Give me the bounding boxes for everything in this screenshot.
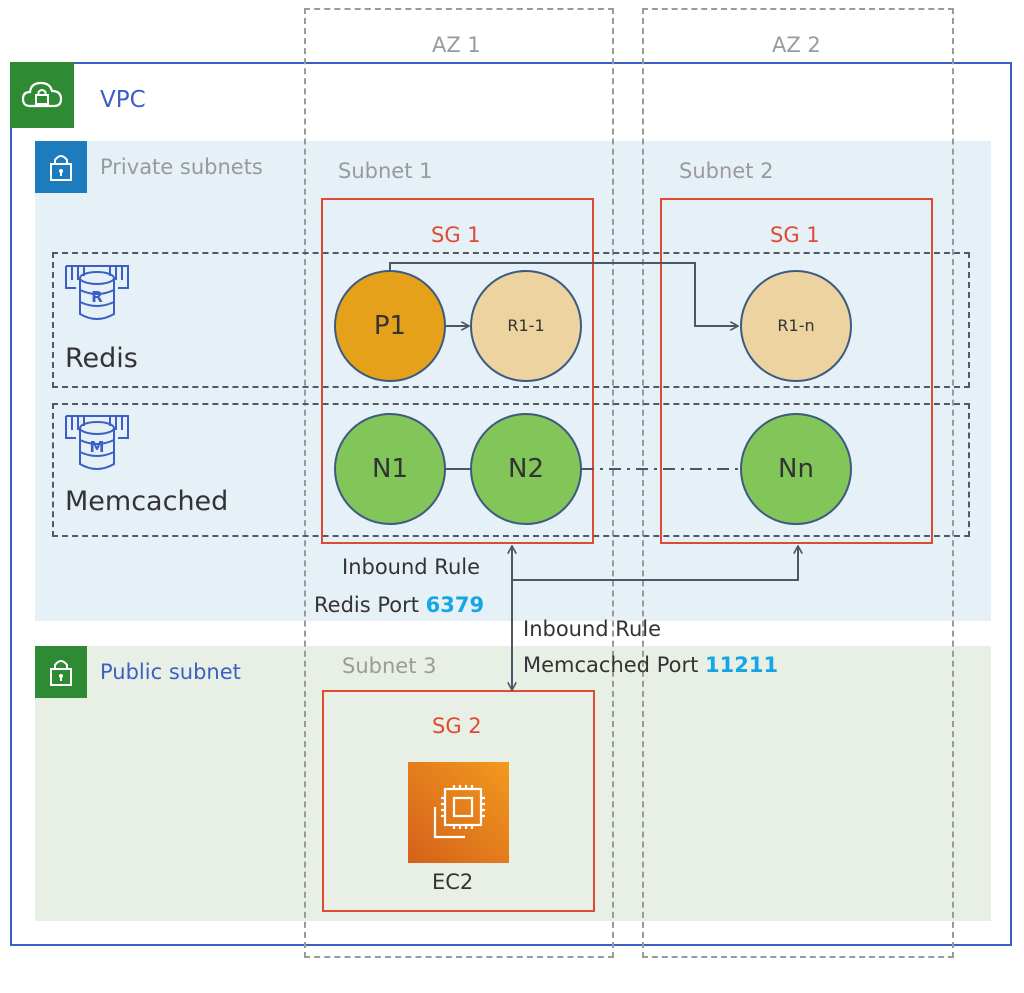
sg-1-az1-label: SG 1 — [431, 223, 481, 247]
vpc-boundary — [10, 62, 1012, 946]
sg-1-az2-box — [660, 198, 933, 544]
svg-text:M: M — [90, 438, 105, 456]
memcached-port-number: 11211 — [705, 653, 779, 677]
node-n1: N1 — [334, 413, 446, 525]
sg-1-az2-label: SG 1 — [770, 223, 820, 247]
az-2-column — [642, 8, 954, 958]
sg-1-az1-box — [321, 198, 594, 544]
subnet-1-label: Subnet 1 — [338, 159, 433, 183]
private-subnets-label: Private subnets — [100, 155, 263, 179]
public-subnet-lock-icon — [35, 646, 87, 698]
node-r1-1: R1-1 — [470, 270, 582, 382]
node-p1: P1 — [334, 270, 446, 382]
ec2-label: EC2 — [432, 870, 474, 894]
redis-label: Redis — [65, 343, 138, 374]
sg-2-label: SG 2 — [432, 714, 482, 738]
cloud-lock-icon — [10, 62, 74, 128]
subnet-3-label: Subnet 3 — [342, 654, 437, 678]
redis-port-number: 6379 — [425, 593, 485, 617]
redis-cluster-icon: R — [62, 262, 134, 324]
svg-text:R: R — [91, 288, 103, 306]
redis-port-prefix: Redis Port — [314, 593, 426, 617]
az-1-column — [304, 8, 614, 958]
node-nn: Nn — [740, 413, 852, 525]
node-n2: N2 — [470, 413, 582, 525]
az-2-label: AZ 2 — [772, 33, 821, 57]
az-1-label: AZ 1 — [432, 33, 481, 57]
inbound-rule-redis-port: Redis Port 6379 — [314, 595, 484, 616]
inbound-rule-memcached-title: Inbound Rule — [523, 617, 662, 641]
ec2-chip-icon — [408, 762, 509, 863]
inbound-rule-redis-title: Inbound Rule — [342, 555, 481, 579]
private-subnet-lock-icon — [35, 141, 87, 193]
vpc-label: VPC — [100, 87, 146, 113]
memcached-cluster-box — [52, 403, 970, 537]
memcached-port-prefix: Memcached Port — [523, 653, 705, 677]
redis-cluster-box — [52, 252, 970, 388]
sg-2-box — [322, 690, 595, 912]
node-r1-n: R1-n — [740, 270, 852, 382]
memcached-label: Memcached — [65, 486, 229, 517]
inbound-rule-memcached-port: Memcached Port 11211 — [523, 655, 778, 676]
memcached-cluster-icon: M — [62, 412, 134, 474]
private-subnets-panel — [35, 141, 991, 621]
public-subnet-label: Public subnet — [100, 660, 241, 684]
subnet-2-label: Subnet 2 — [679, 159, 774, 183]
